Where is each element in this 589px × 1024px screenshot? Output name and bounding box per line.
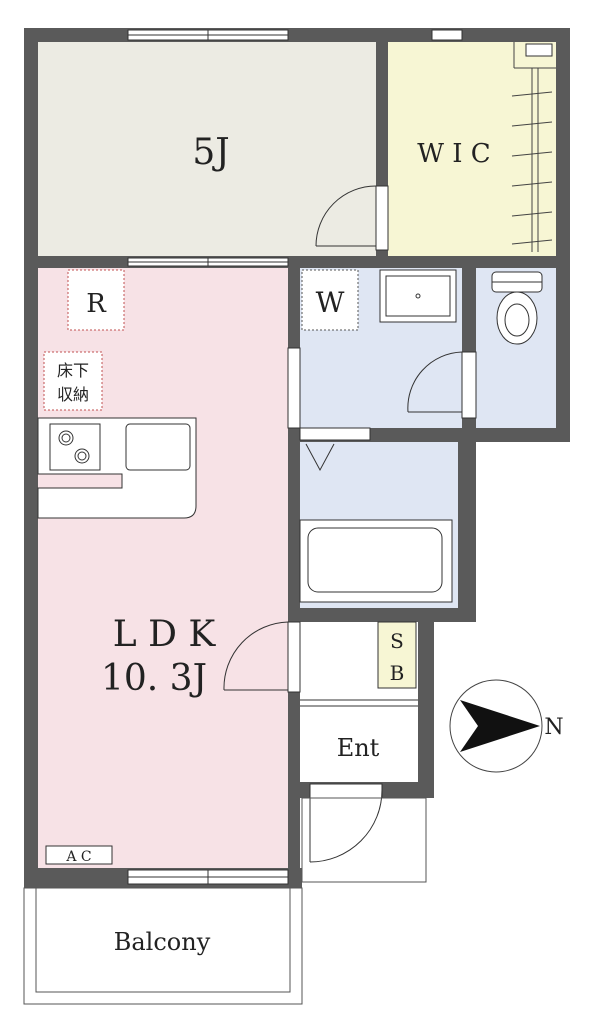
kitchen-counter — [37, 417, 197, 519]
fridge-space — [67, 269, 125, 331]
wic-shelf — [511, 42, 556, 252]
wash-basin — [379, 269, 457, 323]
washer-label: W — [316, 286, 345, 319]
balcony — [23, 887, 303, 1005]
shoe-box — [377, 621, 417, 689]
north-label: N — [544, 715, 563, 740]
bedroom-label: 5J — [192, 132, 229, 173]
wic-label: W I C — [417, 139, 490, 169]
doors — [223, 185, 477, 863]
entrance-label: Ent — [337, 734, 380, 762]
ldk-size-label: 10. 3J — [101, 658, 207, 699]
wic-floor — [388, 42, 556, 256]
underfloor-label-2: 収納 — [57, 385, 89, 404]
underfloor-label-1: 床下 — [57, 361, 89, 380]
shoe-box-label-1: S — [390, 629, 404, 653]
shoe-box-label-2: B — [390, 661, 405, 685]
windows — [127, 29, 463, 885]
balcony-label: Balcony — [114, 928, 211, 956]
ldk-label: L D K — [113, 614, 217, 655]
vent — [525, 43, 553, 57]
bedroom-floor — [38, 42, 376, 256]
washer-space — [301, 269, 359, 331]
porch — [301, 797, 427, 883]
refrigerator-label: R — [86, 289, 107, 319]
toilet — [491, 271, 543, 345]
ac-label: A C — [65, 849, 91, 865]
underfloor-storage — [43, 351, 103, 411]
bathtub — [299, 443, 453, 603]
compass — [449, 679, 543, 773]
ac-unit — [45, 845, 113, 865]
